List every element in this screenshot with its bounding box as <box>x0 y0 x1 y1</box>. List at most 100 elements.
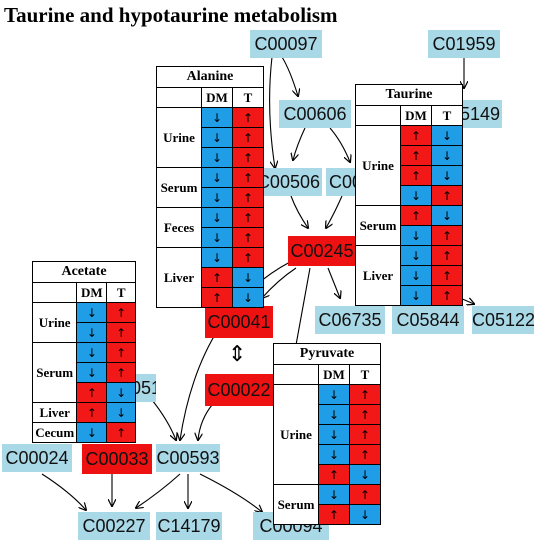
acetate-cell-up-arrow-icon: ↑ <box>106 362 136 383</box>
acetate-cell-down-arrow-icon: ↓ <box>76 322 108 343</box>
alanine-group-label: Urine <box>156 107 202 168</box>
taurine-table: Taurine DM T Urine↑↓↑↓↑↓↓↑Serum↑↓↓↑Liver… <box>355 84 463 306</box>
alanine-cell-down-arrow-icon: ↓ <box>201 147 233 168</box>
arrow-c00606-c00506 <box>293 127 306 160</box>
alanine-cell-up-arrow-icon: ↑ <box>232 147 264 168</box>
alanine-cell-up-arrow-icon: ↑ <box>201 267 233 288</box>
alanine-cell-up-arrow-icon: ↑ <box>232 247 264 268</box>
node-c00606[interactable]: C00606 <box>279 100 351 128</box>
arrow-c00245-c06735 <box>327 267 340 298</box>
pyruvate-cell-down-arrow-icon: ↓ <box>318 484 350 505</box>
acetate-group-label: Liver <box>31 402 78 423</box>
alanine-group-label: Serum <box>156 167 202 208</box>
acetate-cell-down-arrow-icon: ↓ <box>76 342 108 363</box>
alanine-col-t: T <box>232 87 264 108</box>
acetate-group-label: Urine <box>31 302 78 343</box>
acetate-cell-down-arrow-icon: ↓ <box>76 302 108 323</box>
pyruvate-group-label: Urine <box>273 384 319 485</box>
taurine-cell-up-arrow-icon: ↑ <box>400 165 432 186</box>
node-c14179[interactable]: C14179 <box>156 512 222 540</box>
node-c00041[interactable]: C00041 <box>205 306 273 338</box>
alanine-cell-up-arrow-icon: ↑ <box>232 107 264 128</box>
node-c00245[interactable]: C00245 <box>288 236 356 266</box>
taurine-group-label: Serum <box>355 205 401 246</box>
arrow-c00606-c0x <box>329 127 350 162</box>
taurine-cell-down-arrow-icon: ↓ <box>431 125 463 146</box>
acetate-cell-up-arrow-icon: ↑ <box>106 342 136 363</box>
node-c00033[interactable]: C00033 <box>82 444 152 474</box>
acetate-cell-down-arrow-icon: ↓ <box>106 402 136 423</box>
node-c01959[interactable]: C01959 <box>428 30 500 58</box>
reversible-arrow-icon: ⇕ <box>228 342 247 367</box>
taurine-group-label: Liver <box>355 245 401 306</box>
acetate-cell-up-arrow-icon: ↑ <box>106 422 136 443</box>
taurine-cell-down-arrow-icon: ↓ <box>400 285 432 306</box>
node-c00593[interactable]: C00593 <box>156 444 220 472</box>
taurine-col-dm: DM <box>400 105 432 126</box>
pyruvate-col-t: T <box>349 364 381 385</box>
taurine-cell-down-arrow-icon: ↓ <box>431 145 463 166</box>
arrow-c00024-c00227 <box>41 473 86 510</box>
alanine-cell-down-arrow-icon: ↓ <box>201 107 233 128</box>
node-c00024[interactable]: C00024 <box>2 444 72 472</box>
node-c05122[interactable]: C05122 <box>472 306 534 334</box>
alanine-group-label: Liver <box>156 247 202 308</box>
taurine-caption: Taurine <box>355 84 463 106</box>
node-c00227[interactable]: C00227 <box>78 512 150 540</box>
taurine-col-t: T <box>431 105 463 126</box>
acetate-cell-down-arrow-icon: ↓ <box>76 362 108 383</box>
pyruvate-cell-down-arrow-icon: ↓ <box>349 464 381 485</box>
acetate-cell-down-arrow-icon: ↓ <box>106 382 136 403</box>
taurine-cell-down-arrow-icon: ↓ <box>400 185 432 206</box>
alanine-cell-down-arrow-icon: ↓ <box>201 167 233 188</box>
acetate-group-label: Serum <box>31 342 78 403</box>
arrow-c00245-pyruvate <box>295 267 311 346</box>
acetate-col-t: T <box>106 282 136 303</box>
pyruvate-cell-down-arrow-icon: ↓ <box>318 384 350 405</box>
alanine-caption: Alanine <box>156 66 264 88</box>
alanine-cell-down-arrow-icon: ↓ <box>201 247 233 268</box>
arrow-c00097-c00506 <box>269 56 275 168</box>
pyruvate-col-dm: DM <box>318 364 350 385</box>
acetate-caption: Acetate <box>32 261 136 283</box>
arrow-c00593-c00094 <box>199 473 262 512</box>
alanine-cell-up-arrow-icon: ↑ <box>232 207 264 228</box>
pyruvate-cell-down-arrow-icon: ↓ <box>318 444 350 465</box>
taurine-cell-down-arrow-icon: ↓ <box>400 245 432 266</box>
node-c06735[interactable]: C06735 <box>315 306 385 334</box>
pyruvate-cell-down-arrow-icon: ↓ <box>318 424 350 445</box>
pyruvate-group-label: Serum <box>273 484 319 525</box>
node-c05844[interactable]: C05844 <box>392 306 464 334</box>
node-c00022[interactable]: C00022 <box>205 374 273 406</box>
taurine-cell-up-arrow-icon: ↑ <box>431 285 463 306</box>
taurine-cell-up-arrow-icon: ↑ <box>431 225 463 246</box>
arrow-c00245-c00041 <box>262 267 297 298</box>
arrow-c0x-c00245 <box>326 195 343 228</box>
taurine-cell-down-arrow-icon: ↓ <box>400 225 432 246</box>
taurine-cell-down-arrow-icon: ↓ <box>431 165 463 186</box>
pyruvate-cell-up-arrow-icon: ↑ <box>349 444 381 465</box>
alanine-group-label: Feces <box>156 207 202 248</box>
acetate-cell-up-arrow-icon: ↑ <box>106 322 136 343</box>
taurine-cell-up-arrow-icon: ↑ <box>431 245 463 266</box>
alanine-cell-down-arrow-icon: ↓ <box>201 227 233 248</box>
taurine-cell-up-arrow-icon: ↑ <box>400 205 432 226</box>
taurine-cell-up-arrow-icon: ↑ <box>431 185 463 206</box>
pyruvate-cell-up-arrow-icon: ↑ <box>349 384 381 405</box>
pyruvate-cell-up-arrow-icon: ↑ <box>349 424 381 445</box>
node-c00097[interactable]: C00097 <box>250 30 322 58</box>
acetate-col-dm: DM <box>76 282 108 303</box>
alanine-col-dm: DM <box>201 87 233 108</box>
alanine-cell-up-arrow-icon: ↑ <box>232 227 264 248</box>
taurine-cell-up-arrow-icon: ↑ <box>431 265 463 286</box>
alanine-cell-up-arrow-icon: ↑ <box>201 287 233 308</box>
arrow-c00022-c00593 <box>198 404 213 440</box>
arrow-c00593-c00227 <box>136 473 181 508</box>
alanine-cell-down-arrow-icon: ↓ <box>232 287 264 308</box>
arrow-c05123-c00593 <box>151 399 176 440</box>
pyruvate-caption: Pyruvate <box>273 343 381 365</box>
acetate-cell-up-arrow-icon: ↑ <box>106 302 136 323</box>
acetate-table: Acetate DM T Urine↓↑↓↑Serum↓↑↓↑↑↓Liver↑↓… <box>31 261 136 443</box>
alanine-cell-down-arrow-icon: ↓ <box>201 127 233 148</box>
taurine-cell-down-arrow-icon: ↓ <box>431 205 463 226</box>
